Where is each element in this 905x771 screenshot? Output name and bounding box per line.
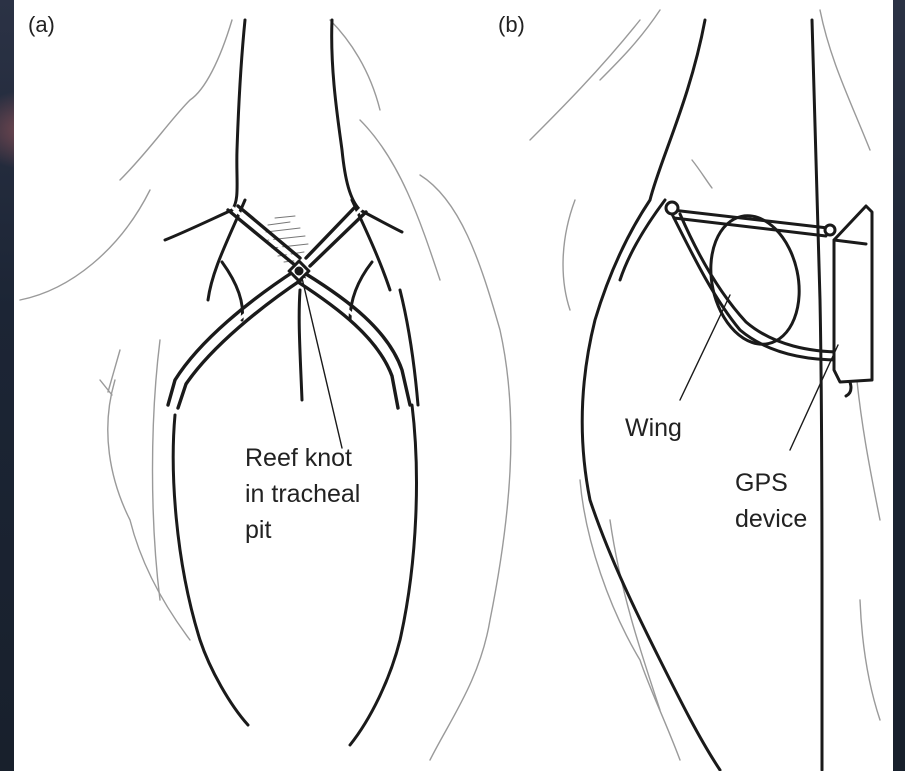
annotation-line: device [735, 501, 807, 537]
panel-a-drawing [20, 20, 511, 760]
reef-knot-leader-line [302, 278, 342, 448]
panel-a-label: (a) [28, 14, 55, 36]
panel-a-body-outline [165, 20, 418, 745]
gps-device-annotation: GPS device [735, 465, 807, 537]
wing-leader-line [680, 295, 730, 400]
wing-annotation: Wing [625, 410, 682, 446]
harness-straps [168, 206, 410, 408]
reef-knot-annotation: Reef knot in tracheal pit [245, 440, 360, 548]
panel-b-body-outline [582, 20, 822, 770]
panel-b-label: (b) [498, 14, 525, 36]
panel-b-straps [672, 210, 842, 360]
panel-b-knots [666, 202, 851, 396]
wing-shape [699, 207, 810, 352]
panel-b-drawing [530, 10, 880, 770]
gps-device-shape [834, 206, 872, 382]
panel-a-feathers [20, 20, 511, 760]
annotation-line: pit [245, 512, 360, 548]
device-leader-line [790, 345, 838, 450]
annotation-line: GPS [735, 465, 807, 501]
annotation-line: in tracheal [245, 476, 360, 512]
annotation-line: Reef knot [245, 440, 360, 476]
